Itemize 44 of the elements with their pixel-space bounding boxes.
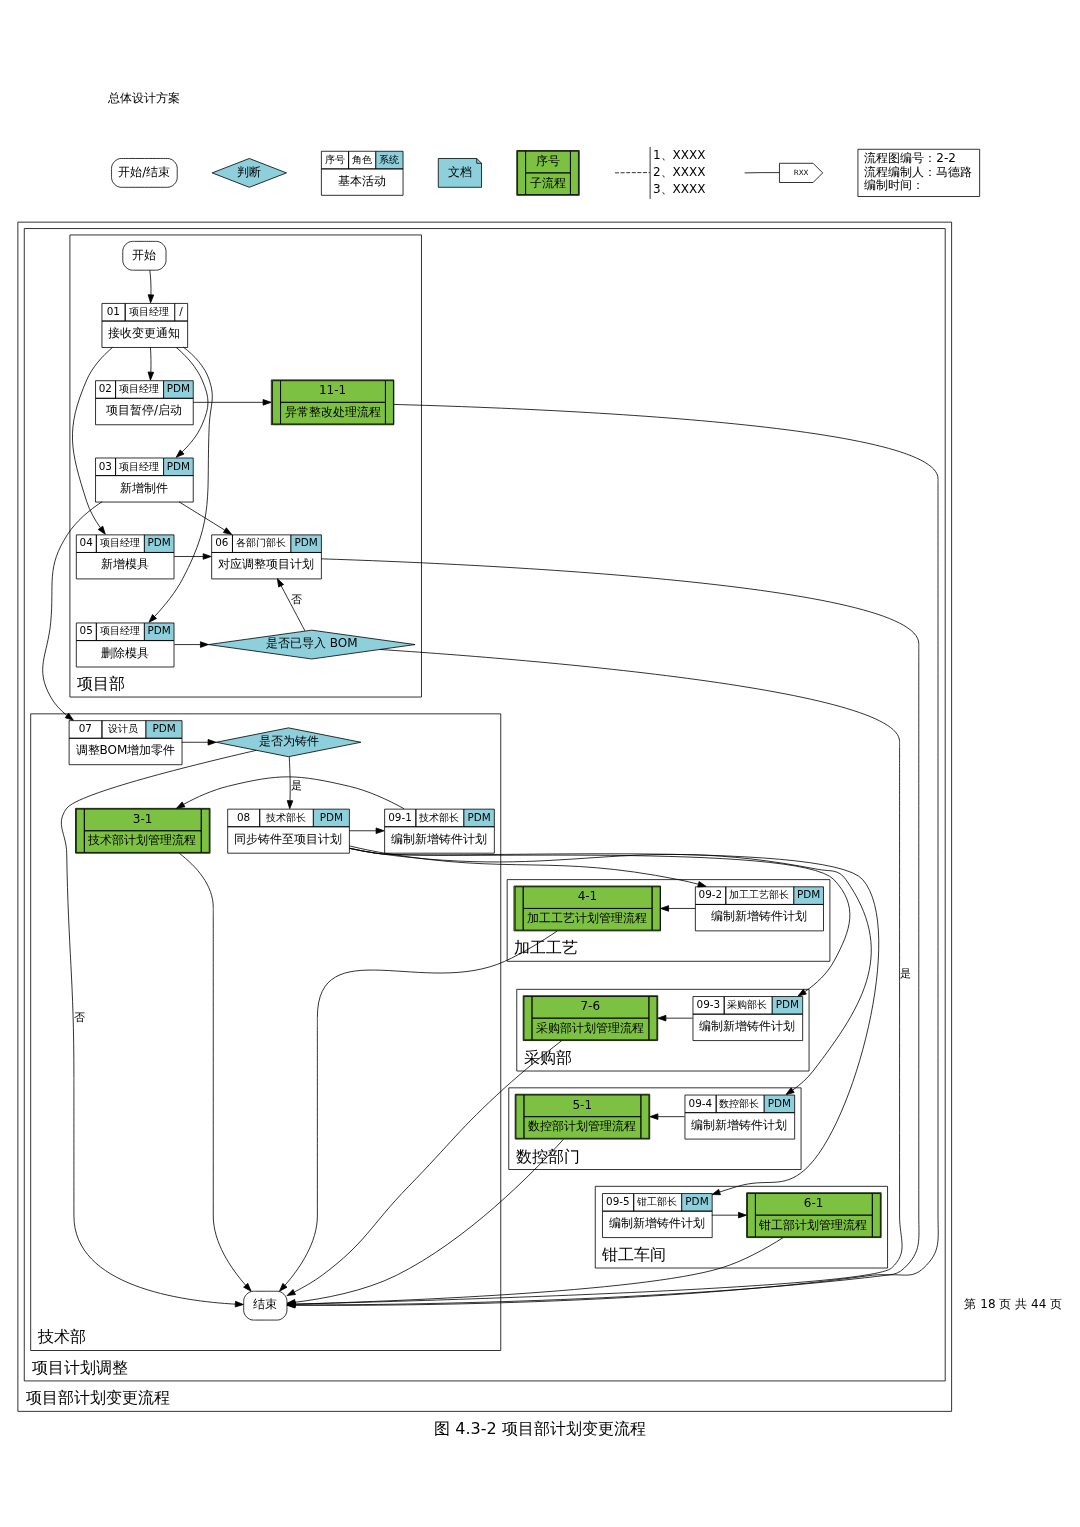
connector: [614, 172, 651, 174]
label: 总体设计方案: [108, 91, 181, 106]
edge-label: 否: [291, 593, 303, 607]
arrow: [148, 346, 213, 623]
arrow: [178, 501, 233, 535]
node-box: 流程图编号：2-2 流程编制人：马德路 编制时间：: [857, 148, 981, 197]
node-box: 结束: [243, 1290, 288, 1321]
node-box: 开始/结束: [111, 158, 178, 188]
arrow: [657, 1014, 693, 1022]
arrow: [711, 1211, 747, 1219]
node-diamond: 是否已导入 BOM: [208, 629, 416, 660]
arrow: [181, 739, 217, 746]
node-diamond: 是否为铸件: [215, 727, 362, 758]
arrow: [349, 847, 872, 1095]
arrow: [349, 847, 880, 1196]
arrow: [349, 845, 707, 888]
arrow: [147, 346, 155, 381]
arrow: [649, 1113, 685, 1120]
arrow: [660, 905, 696, 912]
arrow: [60, 749, 257, 1308]
caption: 图 4.3-2 项目部计划变更流程: [434, 1418, 646, 1438]
edge-label: 是: [290, 779, 302, 793]
arrow: [286, 1040, 562, 1296]
arrow: [176, 776, 405, 810]
arrow: [42, 501, 103, 721]
arrow: [175, 346, 209, 458]
arrow: [286, 756, 294, 810]
arrow: [349, 827, 385, 834]
node-text: 1、XXXX 2、XXXX 3、XXXX: [652, 148, 706, 196]
edge-label: 否: [73, 1011, 85, 1025]
arrow: [173, 553, 212, 560]
edge-label: 是: [900, 966, 912, 980]
arrow: [279, 930, 558, 1292]
arrow: [72, 346, 114, 535]
arrow: [174, 641, 209, 648]
arrow: [192, 399, 272, 406]
node-diamond: 判断: [211, 158, 287, 188]
arrow: [178, 852, 252, 1292]
node-box: 开始: [122, 240, 167, 271]
connector: [744, 172, 780, 174]
arrow: [349, 847, 851, 997]
arrow: [147, 269, 155, 304]
label: 第 18 页 共 44 页: [964, 1297, 1063, 1312]
arrow: [277, 578, 306, 632]
